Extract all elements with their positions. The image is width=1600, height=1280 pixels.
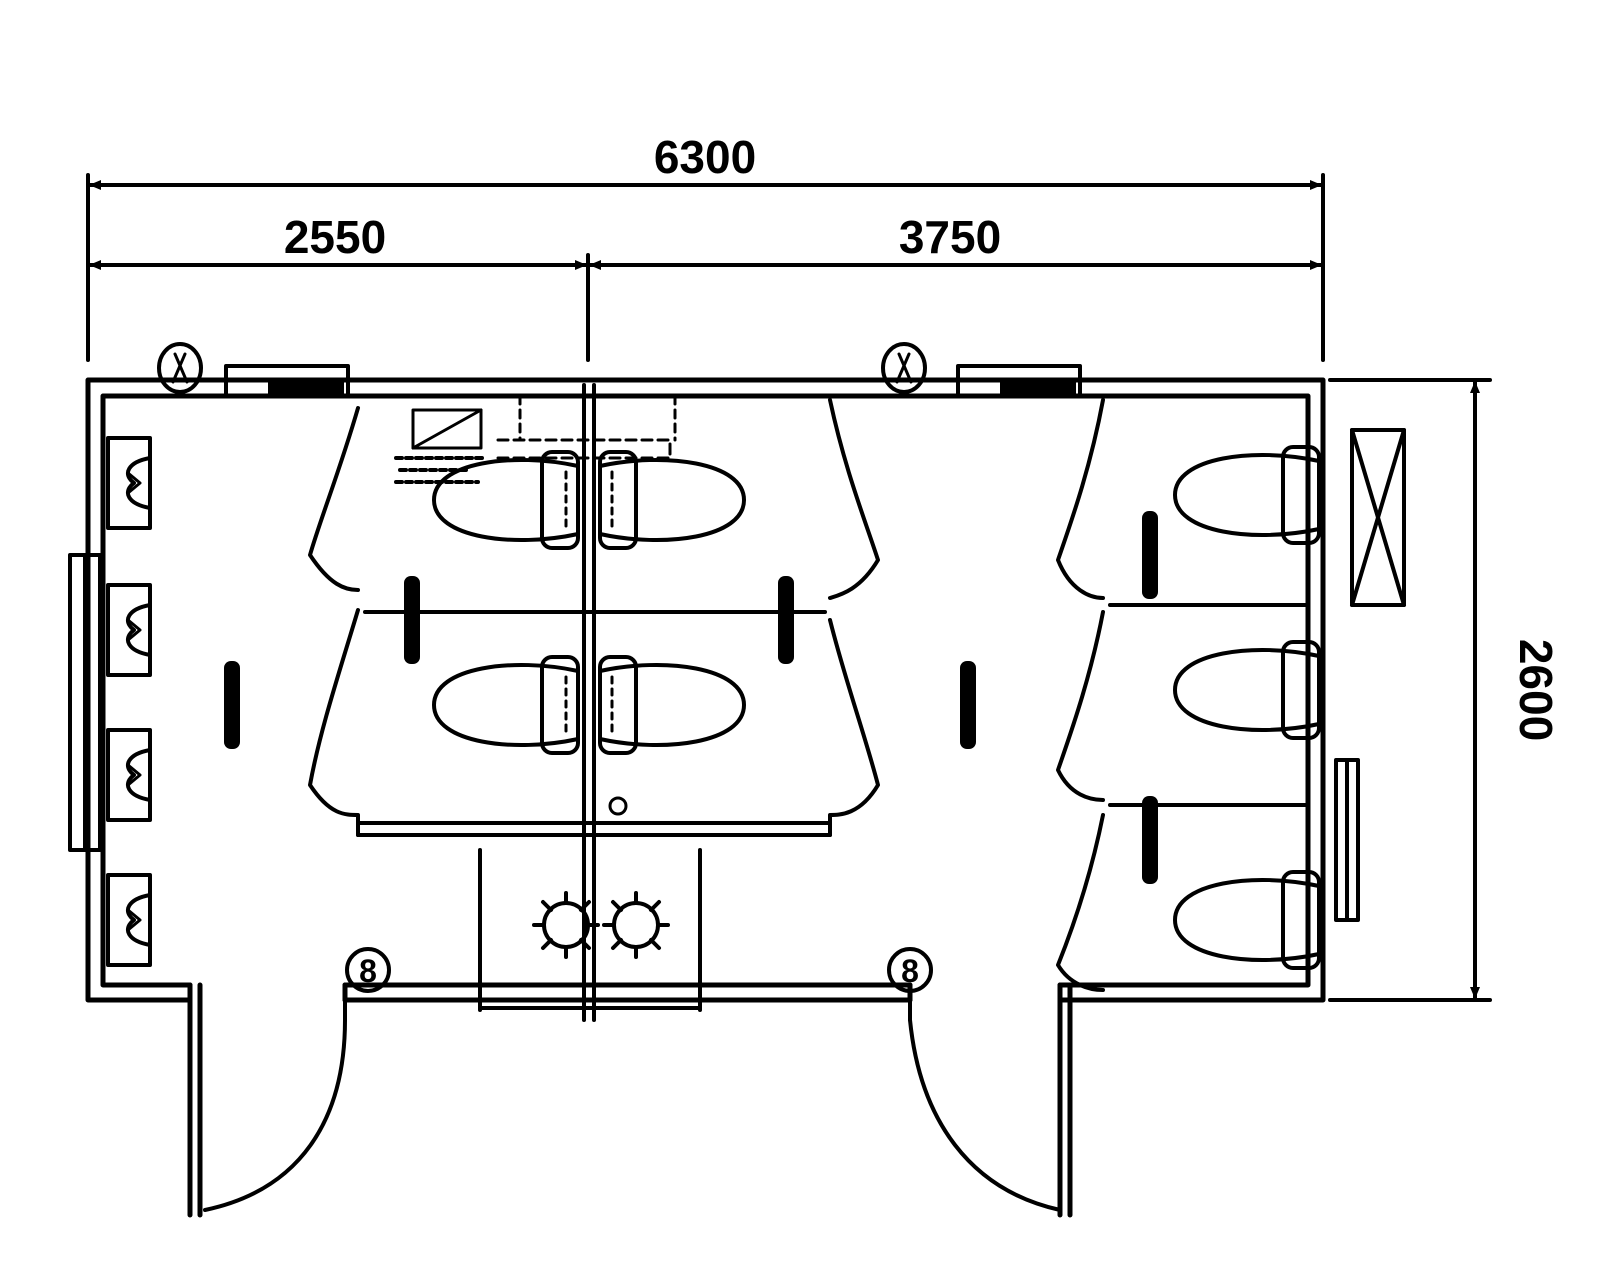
dimension-right-section: 3750 [899, 211, 1001, 263]
dimension-left-section: 2550 [284, 211, 386, 263]
entrance-door-left [203, 998, 347, 1212]
mop-sink-drain-icon [602, 891, 670, 959]
dimension-lines [86, 173, 1492, 1002]
cubicle-door-icon [1142, 796, 1158, 884]
cubicle-door-icon [778, 576, 794, 664]
exterior-shaft-box [1350, 428, 1406, 607]
left-window [68, 553, 102, 852]
wash-basin-icon [106, 728, 152, 822]
right-window [1334, 758, 1360, 922]
wc-central-upper-left [432, 450, 580, 550]
wash-basin-icon [106, 436, 152, 530]
cubicle-door-icon [960, 661, 976, 749]
mop-sink-drain-icon [532, 891, 600, 959]
top-window-right [956, 364, 1082, 398]
valve-icon [608, 796, 628, 816]
water-heater-symbol [394, 408, 672, 484]
toilet-icon [1173, 870, 1321, 970]
wc-central-lower-right [598, 655, 746, 755]
wash-basin-icon [106, 873, 152, 967]
entrance-door-right [908, 998, 1062, 1212]
toilet-icon [598, 450, 746, 550]
wc-central-lower-left [432, 655, 580, 755]
exhaust-fan-icon [881, 342, 927, 394]
basin-row [106, 436, 152, 967]
wash-basin-icon [106, 583, 152, 677]
toilet-icon [432, 450, 580, 550]
toilet-icon [432, 655, 580, 755]
central-cubicles [308, 398, 880, 1012]
toilet-icon [1173, 640, 1321, 740]
wc-central-upper-right [598, 450, 746, 550]
cubicle-door-icon [1142, 511, 1158, 599]
exhaust-fan-icon [157, 342, 203, 394]
cubicle-door-icon [224, 661, 240, 749]
top-window-left [224, 364, 350, 398]
floor-drain-icon [345, 947, 391, 993]
dimension-overall-width: 6300 [654, 131, 756, 183]
dimension-depth: 2600 [1510, 639, 1562, 741]
toilet-icon [598, 655, 746, 755]
cubicle-door-icon [404, 576, 420, 664]
right-cubicles [1056, 398, 1310, 992]
floor-drain-icon [887, 947, 933, 993]
exterior-walls [85, 377, 1326, 1218]
toilet-icon [1173, 445, 1321, 545]
